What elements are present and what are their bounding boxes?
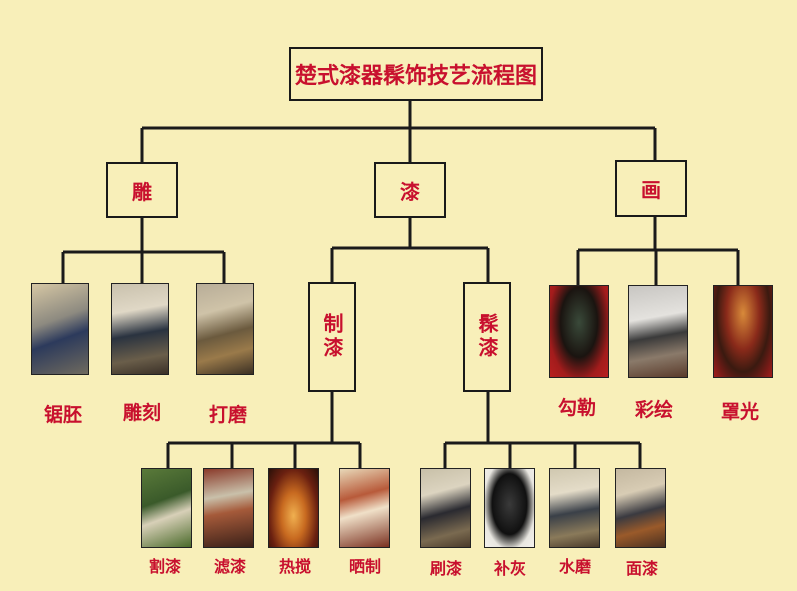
category-qi-label: 漆	[400, 179, 420, 204]
sub-zhiqi-label: 制漆	[320, 313, 344, 361]
photo-geqi	[141, 468, 192, 548]
label-jupei: 锯胚	[43, 404, 82, 426]
category-diao-label: 雕	[132, 179, 152, 204]
photo-damo	[196, 283, 254, 375]
photo-shuaqi	[420, 468, 471, 548]
category-hua: 画	[615, 160, 687, 217]
category-qi: 漆	[374, 162, 446, 218]
category-diao: 雕	[106, 162, 178, 218]
label-geqi: 割漆	[148, 557, 181, 576]
photo-lvqi	[203, 468, 254, 548]
flowchart-title: 楚式漆器髹饰技艺流程图	[289, 47, 543, 101]
label-goule: 勾勒	[557, 397, 596, 419]
sub-xiuqi: 髹漆	[463, 282, 511, 392]
photo-diaoke	[111, 283, 169, 375]
photo-shaizhi	[339, 468, 390, 548]
photo-buhui	[484, 468, 535, 548]
photo-shuimo	[549, 468, 600, 548]
label-damo: 打磨	[208, 404, 247, 426]
photo-rejiao	[268, 468, 319, 548]
label-shaizhi: 晒制	[348, 557, 381, 576]
label-mianqi: 面漆	[625, 559, 658, 578]
category-hua-label: 画	[641, 178, 661, 202]
label-zhaoguang: 罩光	[720, 401, 759, 423]
label-buhui: 补灰	[493, 559, 526, 578]
label-lvqi: 滤漆	[213, 557, 246, 576]
label-shuaqi: 刷漆	[429, 559, 462, 578]
photo-caihui	[628, 285, 688, 378]
photo-jupei	[31, 283, 89, 375]
sub-xiuqi-label: 髹漆	[475, 313, 499, 361]
photo-goule	[549, 285, 609, 378]
label-rejiao: 热搅	[278, 557, 311, 576]
photo-mianqi	[615, 468, 666, 548]
label-shuimo: 水磨	[558, 557, 591, 576]
label-caihui: 彩绘	[634, 399, 673, 421]
flowchart-title-text: 楚式漆器髹饰技艺流程图	[294, 63, 537, 89]
sub-zhiqi: 制漆	[308, 282, 356, 392]
photo-zhaoguang	[713, 285, 773, 378]
label-diaoke: 雕刻	[122, 402, 161, 424]
